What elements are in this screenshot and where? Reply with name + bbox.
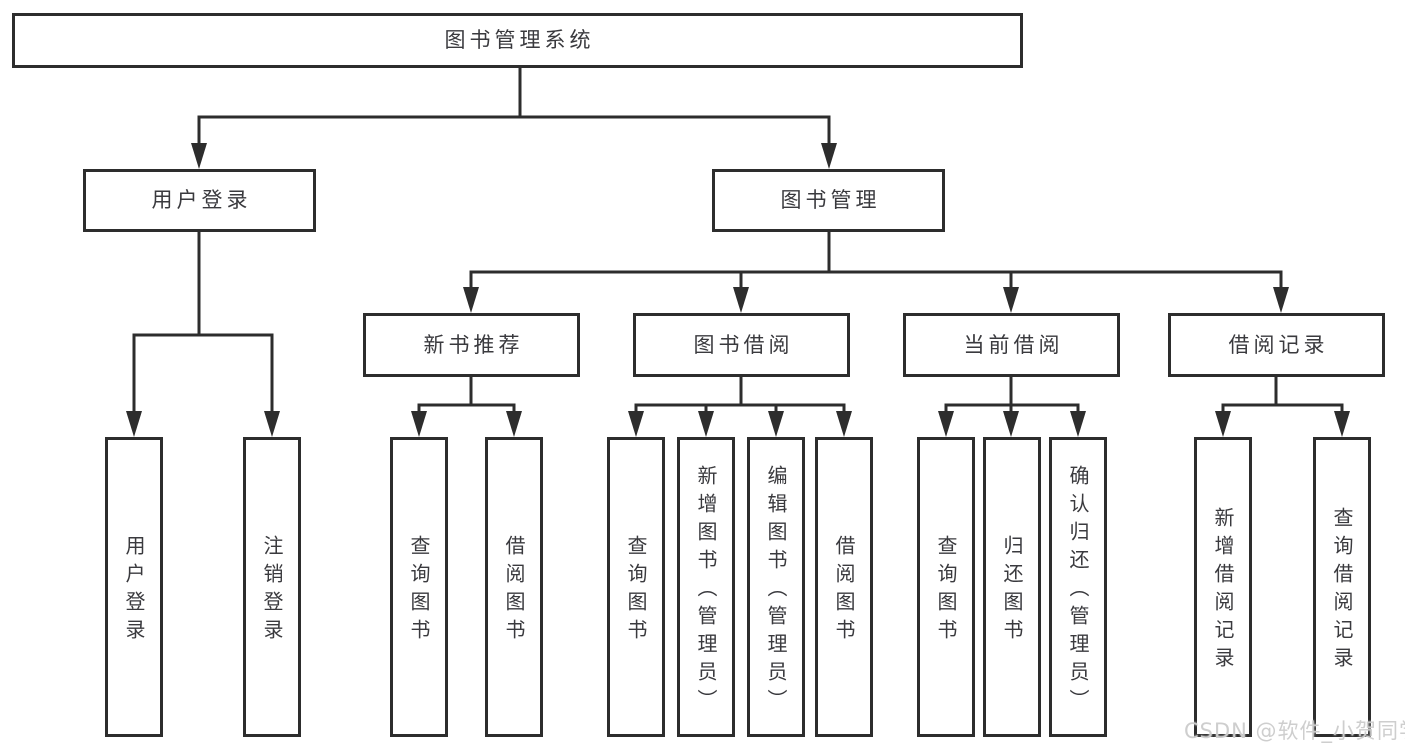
- leaf-bb-edit-book-admin: 编辑图书（管理员）: [747, 437, 805, 737]
- node-new-book-recommend: 新书推荐: [363, 313, 580, 377]
- leaf-cb-return-book: 归还图书: [983, 437, 1041, 737]
- connector-root-to-level2: [191, 66, 837, 169]
- node-book-mgmt: 图书管理: [712, 169, 945, 232]
- connector-current-borrow-to-leaves: [938, 375, 1086, 437]
- leaf-nbr-borrow-book: 借阅图书: [485, 437, 543, 737]
- leaf-bb-borrow-book: 借阅图书: [815, 437, 873, 737]
- node-borrow-records: 借阅记录: [1168, 313, 1385, 377]
- connector-borrow-records-to-leaves: [1215, 375, 1350, 437]
- leaf-cb-query-book: 查询图书: [917, 437, 975, 737]
- leaf-bb-query-book: 查询图书: [607, 437, 665, 737]
- leaf-logout-login: 注销登录: [243, 437, 301, 737]
- node-book-borrow: 图书借阅: [633, 313, 850, 377]
- node-user-login: 用户登录: [83, 169, 316, 232]
- leaf-br-add-record: 新增借阅记录: [1194, 437, 1252, 737]
- leaf-bb-add-book-admin: 新增图书（管理员）: [677, 437, 735, 737]
- node-current-borrow: 当前借阅: [903, 313, 1120, 377]
- node-root: 图书管理系统: [12, 13, 1023, 68]
- connector-new-book-recommend-to-leaves: [411, 375, 522, 437]
- leaf-cb-confirm-return-admin: 确认归还（管理员）: [1049, 437, 1107, 737]
- leaf-nbr-query-book: 查询图书: [390, 437, 448, 737]
- csdn-watermark: CSDN @软件_小贺同学: [1184, 719, 1405, 743]
- connector-book-mgmt-to-level3: [463, 230, 1289, 313]
- connector-book-borrow-to-leaves: [628, 375, 852, 437]
- connector-user-login-to-leaves: [126, 230, 280, 437]
- leaf-br-query-record: 查询借阅记录: [1313, 437, 1371, 737]
- leaf-user-login: 用户登录: [105, 437, 163, 737]
